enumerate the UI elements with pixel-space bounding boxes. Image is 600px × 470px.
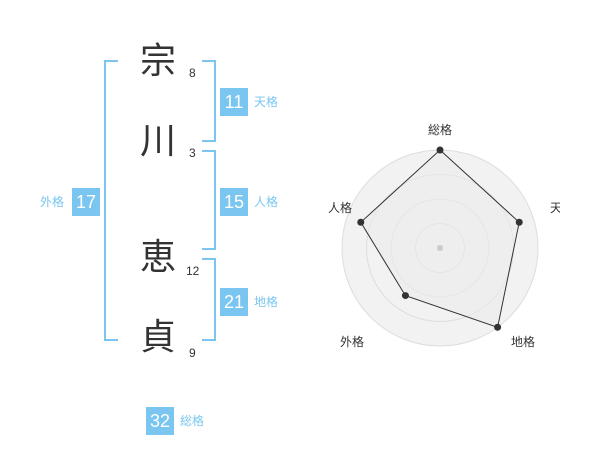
jinkaku-label: 人格 [254,195,279,209]
radar-axis-label-chikaku: 地格 [511,334,535,349]
radar-point-1 [436,146,444,154]
soukaku-label: 総格 [180,414,205,428]
chikaku-bracket [202,258,216,341]
tenkaku-label: 天格 [254,95,279,109]
jinkaku-value: 15 [220,188,248,216]
chikaku-value: 21 [220,288,248,316]
radar-point-5 [357,218,365,226]
gaikaku-bracket [104,60,118,341]
radar-point-3 [494,323,502,331]
gaikaku-label: 外格 [40,195,65,209]
name-char-1: 宗 [140,41,177,82]
radar-point-4 [401,292,409,300]
radar-point-2 [515,218,523,226]
radar-center-dot [437,245,443,251]
stroke-count-4: 9 [189,346,196,360]
name-char-2: 川 [140,121,177,162]
stroke-count-2: 3 [189,146,196,160]
name-char-3: 恵 [140,237,177,278]
radar-value-polygon [360,149,520,328]
gaikaku-value: 17 [72,188,100,216]
radar-axis-label-jinkaku: 人格 [328,200,352,215]
radar-axis-label-gaikaku: 外格 [340,334,364,349]
stroke-count-3: 12 [186,264,200,278]
tenkaku-bracket [202,60,216,142]
radar-points [357,146,523,331]
jinkaku-bracket [202,150,216,250]
chikaku-label: 地格 [254,295,279,309]
radar-axis-label-soukaku: 総格 [428,122,452,137]
radar-area [360,149,520,328]
name-char-4: 貞 [140,317,177,358]
soukaku-value: 32 [146,407,174,435]
stroke-count-1: 8 [189,66,196,80]
fortune-radar-chart: 総格 天格 地格 外格 人格 [328,122,560,349]
radar-axis-label-tenkaku: 天格 [550,200,560,215]
tenkaku-value: 11 [220,88,248,116]
